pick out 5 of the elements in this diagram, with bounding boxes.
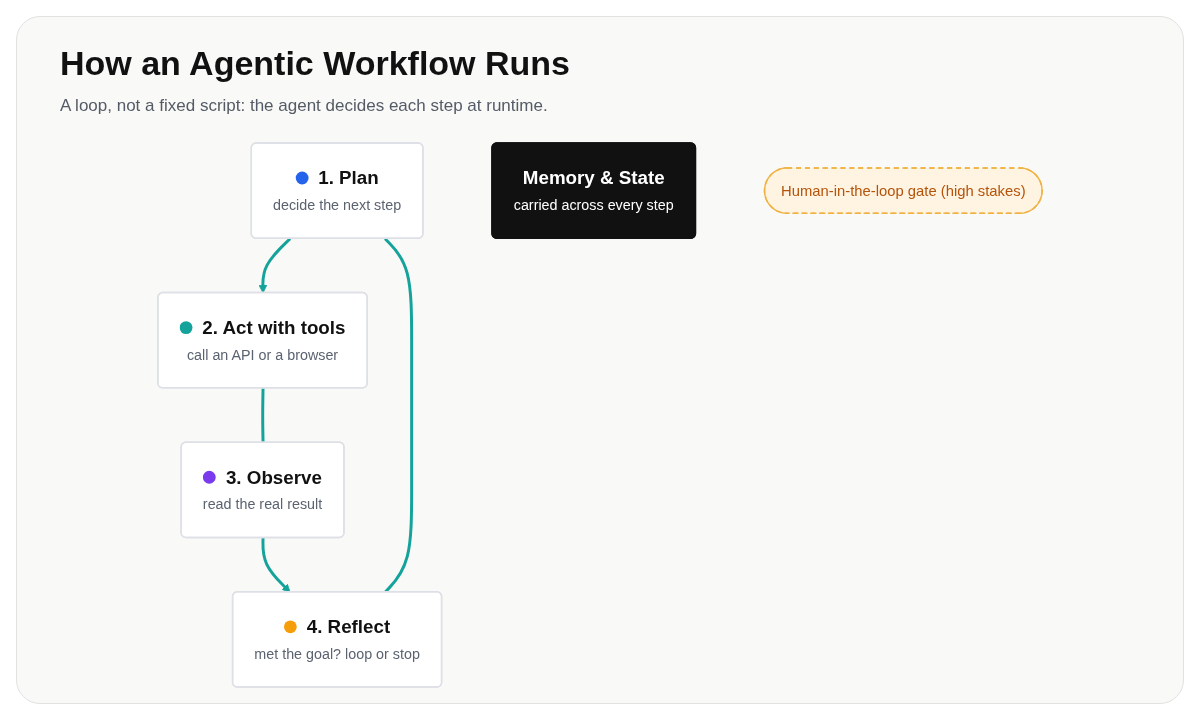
subtitle: A loop, not a fixed script: the agent decides each step at runtime. [60, 96, 548, 116]
title: How an Agentic Workflow Runs [60, 44, 571, 83]
connector [261, 388, 265, 443]
arrow [261, 537, 291, 593]
arrow [258, 237, 292, 294]
